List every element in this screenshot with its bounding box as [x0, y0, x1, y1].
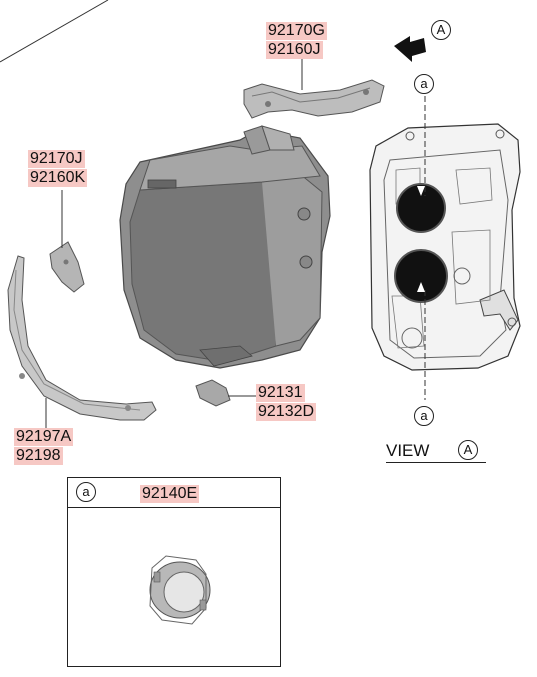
part-number: 92198 [14, 447, 63, 465]
headlamp-housing [119, 125, 331, 369]
part-number: 92131 [256, 384, 305, 402]
view-label: VIEW [386, 441, 430, 460]
cap-ring-part [149, 555, 211, 625]
detail-ref-marker-top: a [414, 74, 434, 94]
part-number: 92160J [266, 41, 323, 59]
part-number: 92170J [28, 150, 85, 168]
detail-box [67, 477, 281, 667]
part-number: 92132D [256, 403, 317, 421]
rear-view-panel [369, 96, 521, 400]
part-number: 92140E [140, 485, 200, 503]
construction-line [0, 0, 109, 63]
side-bracket-part [49, 241, 85, 293]
callout-cap-ring: 92140E [140, 485, 200, 504]
upper-bracket-part [243, 79, 385, 119]
detail-box-divider [67, 507, 281, 509]
callout-side-bracket: 92170J 92160K [28, 150, 88, 188]
part-number: 92197A [14, 428, 74, 446]
view-arrow [394, 36, 426, 62]
detail-ref-marker-bottom: a [414, 406, 434, 426]
part-number: 92160K [28, 169, 88, 187]
callout-drl-guide: 92197A 92198 [14, 428, 74, 466]
detail-box-ref: a [76, 482, 96, 502]
view-caption-ref: A [458, 440, 478, 460]
drl-light-guide-part [7, 255, 157, 421]
view-caption-underline [386, 462, 486, 464]
socket-clip-part [195, 379, 231, 407]
view-caption: VIEW [386, 441, 429, 461]
callout-socket-clip: 92131 92132D [256, 384, 317, 422]
view-ref-marker: A [431, 20, 451, 40]
callout-upper-bracket: 92170G 92160J [266, 22, 327, 60]
part-number: 92170G [266, 22, 327, 40]
